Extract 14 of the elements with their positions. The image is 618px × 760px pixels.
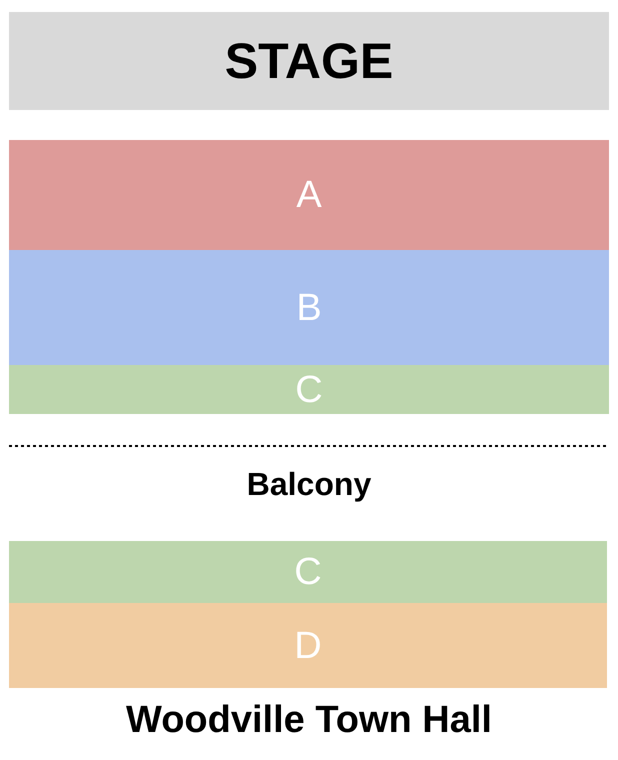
seating-section	[9, 140, 609, 250]
seating-section	[9, 541, 607, 603]
section-letter: D	[294, 626, 322, 664]
seating-section	[9, 603, 607, 688]
stage-label: STAGE	[224, 36, 394, 86]
seating-section	[9, 365, 609, 414]
section-letter: B	[296, 288, 322, 326]
section-letter: C	[295, 370, 323, 408]
venue-caption: Woodville Town Hall	[126, 699, 492, 741]
section-letter: C	[294, 553, 322, 591]
section-letter: A	[296, 176, 322, 214]
stage-area	[9, 12, 609, 110]
seating-section	[9, 250, 609, 365]
balcony-label: Balcony	[246, 466, 372, 502]
